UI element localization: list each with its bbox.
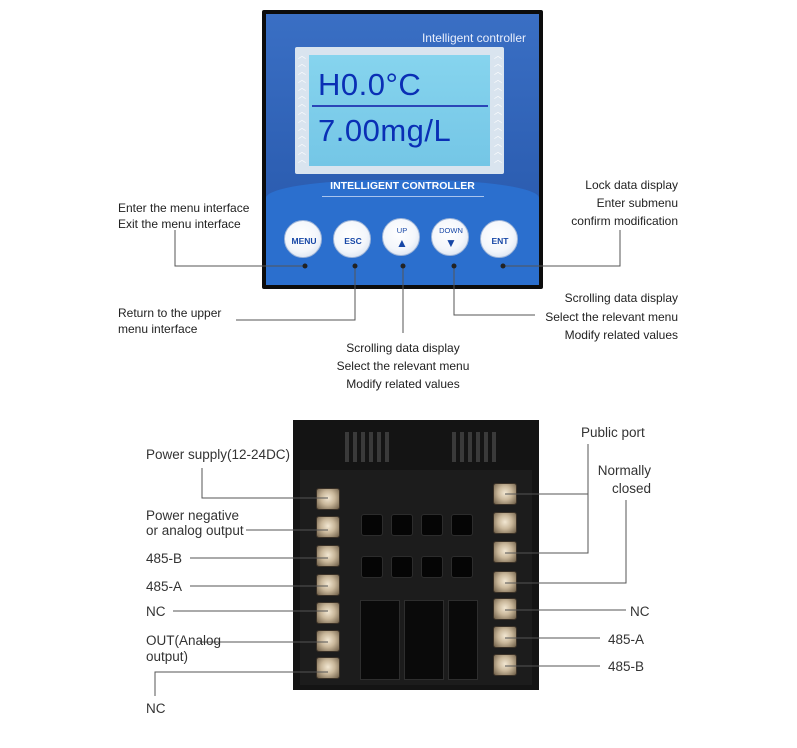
normally-closed-label-line1: Normally: [597, 463, 651, 478]
lcd-separator: [312, 105, 488, 107]
menu-button-label: MENU: [291, 236, 317, 246]
up-annotation-line2: Select the relevant menu: [336, 359, 470, 373]
down-button[interactable]: DOWN ▼: [431, 218, 469, 256]
terminal-left-4: [316, 574, 340, 596]
nc-bottom-label: NC: [146, 701, 166, 716]
socket-4: [451, 514, 473, 536]
lcd-concentration-reading: 7.00mg/L: [318, 113, 452, 148]
down-annotation-line3: Modify related values: [564, 328, 678, 342]
nc-bottom-leader: [154, 671, 328, 696]
ent-annotation-line1: Lock data display: [585, 178, 678, 192]
485b-left-label: 485-B: [146, 551, 183, 566]
socket-1: [361, 514, 383, 536]
menu-button[interactable]: MENU: [284, 220, 322, 258]
socket-5: [361, 556, 383, 578]
up-arrow-icon: ▲: [396, 236, 408, 250]
esc-button-label: ESC: [344, 236, 362, 246]
front-leader-lines: [174, 230, 621, 333]
socket-6: [391, 556, 413, 578]
socket-2: [391, 514, 413, 536]
public-port-leader-2: [505, 494, 589, 554]
terminal-right-6: [493, 626, 517, 648]
normally-closed-leader: [505, 500, 627, 584]
out-label-line1: OUT(Analog: [146, 633, 222, 648]
lower-slot-mid: [404, 600, 444, 680]
down-button-label: DOWN: [439, 226, 463, 235]
public-port-label: Public port: [581, 425, 645, 440]
down-annotation-line2: Select the relevant menu: [545, 310, 678, 324]
esc-leader-line: [236, 266, 356, 321]
power-supply-leader: [201, 468, 328, 499]
esc-annotation-line2: menu interface: [118, 322, 198, 336]
terminal-left-5: [316, 602, 340, 624]
terminal-right-4: [493, 571, 517, 593]
socket-8: [451, 556, 473, 578]
nc-left-label: NC: [146, 604, 166, 619]
socket-7: [421, 556, 443, 578]
back-leader-lines: [154, 444, 627, 696]
terminal-right-7: [493, 654, 517, 676]
esc-button[interactable]: ESC: [333, 220, 371, 258]
down-leader-line: [453, 266, 535, 316]
vent-right: [452, 432, 512, 462]
terminal-left-6: [316, 630, 340, 652]
up-leader-dot: [400, 263, 406, 269]
terminal-right-2: [493, 512, 517, 534]
up-annotation-line1: Scrolling data display: [346, 341, 460, 355]
menu-annotation-line2: Exit the menu interface: [118, 217, 241, 231]
band-title: INTELLIGENT CONTROLLER: [330, 180, 475, 192]
power-negative-label-line2: or analog output: [146, 523, 244, 538]
lcd-screen: [309, 55, 490, 166]
menu-annotation-line1: Enter the menu interface: [118, 201, 250, 215]
terminal-left-3: [316, 545, 340, 567]
terminal-right-3: [493, 541, 517, 563]
power-negative-label-line1: Power negative: [146, 508, 240, 523]
esc-leader-dot: [352, 263, 358, 269]
lower-slot-right: [448, 600, 478, 680]
down-arrow-icon: ▼: [445, 236, 457, 250]
menu-leader-line: [174, 230, 305, 267]
band-divider: [322, 196, 484, 197]
ent-button[interactable]: ENT: [480, 220, 518, 258]
ent-button-label: ENT: [491, 236, 509, 246]
terminal-right-5: [493, 598, 517, 620]
down-annotation-line1: Scrolling data display: [564, 291, 678, 305]
ent-leader-line: [503, 230, 621, 267]
terminal-left-1: [316, 488, 340, 510]
power-supply-label: Power supply(12-24DC): [146, 447, 291, 462]
up-button-label: UP: [396, 226, 408, 235]
lcd-temperature-reading: H0.0°C: [318, 67, 422, 102]
chevron-column-right-icon: ︿︿︿︿︿︿︿︿︿︿︿︿︿︿: [494, 51, 502, 164]
485b-right-label: 485-B: [608, 659, 645, 674]
terminal-left-7: [316, 657, 340, 679]
485a-left-label: 485-A: [146, 579, 183, 594]
485a-right-label: 485-A: [608, 632, 645, 647]
lower-slot-left: [360, 600, 400, 680]
front-panel-title: Intelligent controller: [421, 31, 526, 45]
ent-annotation-line2: Enter submenu: [596, 196, 678, 210]
nc-right-label: NC: [630, 604, 650, 619]
ent-leader-dot: [500, 263, 506, 269]
ent-annotation-line3: confirm modification: [571, 214, 678, 228]
menu-leader-dot: [302, 263, 308, 269]
up-button[interactable]: UP ▲: [382, 218, 420, 256]
down-leader-dot: [451, 263, 457, 269]
socket-3: [421, 514, 443, 536]
terminal-left-2: [316, 516, 340, 538]
vent-left: [345, 432, 405, 462]
esc-annotation-line1: Return to the upper: [118, 306, 222, 320]
normally-closed-label-line2: closed: [611, 481, 651, 496]
out-label-line2: output): [146, 649, 189, 664]
up-annotation-line3: Modify related values: [346, 377, 460, 391]
chevron-column-left-icon: ︿︿︿︿︿︿︿︿︿︿︿︿︿︿: [298, 51, 306, 164]
